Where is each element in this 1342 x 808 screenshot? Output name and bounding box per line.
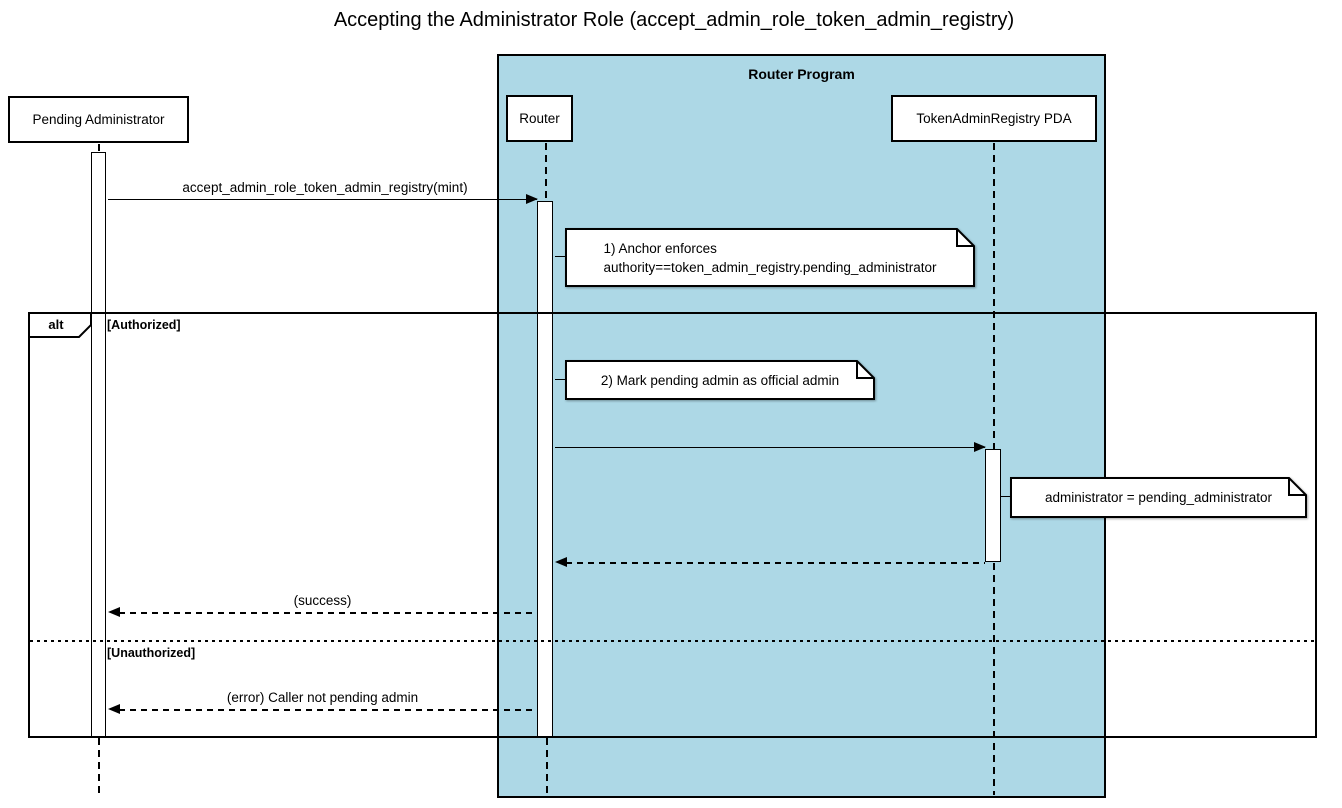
message-success-return-line (119, 612, 537, 614)
participant-registry-pda-label: TokenAdminRegistry PDA (916, 111, 1072, 126)
participant-router-label: Router (519, 111, 560, 126)
alt-frame: alt [Authorized] [Unauthorized] (28, 312, 1317, 738)
note-anchor-check-connector (555, 256, 566, 257)
lifeline-pending-administrator-stub (98, 144, 100, 152)
lifeline-registry-pda-upper (993, 143, 995, 449)
note-assignment: administrator = pending_administrator (1010, 477, 1307, 518)
message-success-return-label: (success) (293, 593, 352, 608)
lifeline-router-upper (545, 143, 547, 201)
note-assignment-line1: administrator = pending_administrator (1045, 490, 1272, 505)
activation-registry-pda (985, 449, 1001, 562)
router-program-frame-label: Router Program (748, 66, 855, 82)
lifeline-registry-pda-lower (993, 563, 995, 795)
message-error-return-line (119, 709, 537, 711)
arrowhead-left-icon (108, 607, 120, 617)
participant-pending-administrator-label: Pending Administrator (32, 112, 165, 127)
lifeline-router-lower (546, 738, 548, 796)
note-assignment-connector (1000, 496, 1011, 497)
message-accept-call-line (108, 199, 537, 200)
router-program-frame: Router Program (497, 54, 1106, 798)
participant-pending-administrator: Pending Administrator (8, 96, 189, 143)
arrowhead-left-icon (108, 704, 120, 714)
note-mark-admin: 2) Mark pending admin as official admin (565, 360, 875, 400)
participant-registry-pda: TokenAdminRegistry PDA (891, 95, 1097, 142)
guard-unauthorized: [Unauthorized] (107, 646, 196, 660)
note-anchor-check: 1) Anchor enforces authority==token_admi… (565, 228, 975, 287)
message-error-return-label: (error) Caller not pending admin (226, 690, 419, 705)
arrowhead-right-icon (526, 194, 538, 204)
note-anchor-check-line1: 1) Anchor enforces (603, 240, 717, 256)
note-mark-admin-line1: 2) Mark pending admin as official admin (600, 372, 840, 388)
message-accept-call-label: accept_admin_role_token_admin_registry(m… (182, 180, 468, 195)
lifeline-pending-administrator-lower (98, 738, 100, 795)
guard-authorized: [Authorized] (107, 318, 181, 332)
participant-router: Router (506, 95, 573, 142)
arrowhead-right-icon (974, 442, 986, 452)
message-update-call-line (555, 447, 985, 448)
arrowhead-left-icon (555, 557, 567, 567)
alt-divider-line (30, 640, 1315, 643)
message-update-return-line (566, 562, 985, 564)
diagram-title: Accepting the Administrator Role (accept… (333, 9, 1015, 31)
note-shape (565, 228, 975, 287)
note-anchor-check-line2: authority==token_admin_registry.pending_… (603, 259, 937, 275)
alt-operator-label: alt (48, 317, 64, 332)
note-mark-admin-connector (555, 379, 566, 380)
alt-operator-pentagon (28, 312, 92, 338)
note-shape (1010, 477, 1307, 518)
note-shape (565, 360, 875, 400)
